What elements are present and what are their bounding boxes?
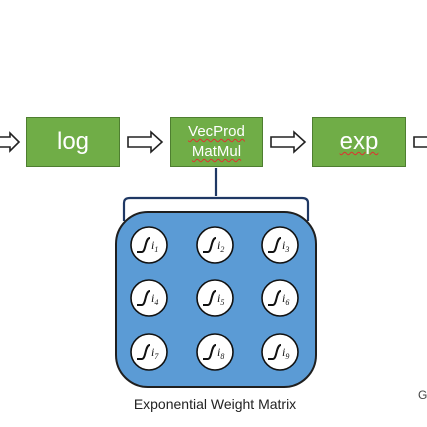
cell-circle (130, 226, 168, 264)
arrow-log-to-vecprod (127, 130, 164, 154)
cell-label: i5 (217, 291, 224, 307)
matrix-cell-3: i3 (261, 226, 299, 264)
cell-label: i4 (151, 291, 158, 307)
matrix-cells: i1 i2 i3 i4 i5 i6 i7 i8 i9 (130, 226, 299, 371)
arrow-into-log (0, 131, 21, 153)
cell-label: i1 (151, 238, 158, 254)
exp-label: exp (339, 128, 379, 155)
sigmoid-icon (203, 290, 217, 306)
cell-label: i2 (217, 238, 224, 254)
arrow-vecprod-to-exp (270, 130, 307, 154)
matrix-bracket (122, 168, 310, 221)
arrow-out-of-exp (413, 136, 427, 148)
sigmoid-icon (268, 344, 282, 360)
vecprod-matmul-node: VecProd MatMul (170, 117, 263, 167)
sigmoid-icon (137, 344, 151, 360)
cell-circle (261, 333, 299, 371)
cell-circle (196, 333, 234, 371)
cell-label: i3 (282, 238, 289, 254)
matrix-cell-6: i6 (261, 279, 299, 317)
matrix-cell-9: i9 (261, 333, 299, 371)
sigmoid-icon (268, 290, 282, 306)
vecprod-label: VecProd (188, 123, 245, 140)
cell-circle (130, 279, 168, 317)
matrix-cell-4: i4 (130, 279, 168, 317)
matrix-cell-8: i8 (196, 333, 234, 371)
cell-circle (196, 226, 234, 264)
cut-off-text: G (418, 388, 427, 402)
sigmoid-icon (137, 237, 151, 253)
log-label: log (56, 128, 90, 155)
matrix-caption: Exponential Weight Matrix (133, 396, 297, 412)
exp-node: exp (312, 117, 406, 167)
matrix-cell-2: i2 (196, 226, 234, 264)
cell-label: i9 (282, 345, 289, 361)
cell-label: i8 (217, 345, 224, 361)
cell-label: i7 (151, 345, 159, 361)
sigmoid-icon (137, 290, 151, 306)
log-node: log (26, 117, 120, 167)
cell-circle (261, 226, 299, 264)
cell-circle (196, 279, 234, 317)
cell-circle (130, 333, 168, 371)
matmul-label: MatMul (191, 143, 242, 160)
sigmoid-icon (268, 237, 282, 253)
cell-label: i6 (282, 291, 289, 307)
cell-circle (261, 279, 299, 317)
matrix-cell-7: i7 (130, 333, 168, 371)
matrix-cell-1: i1 (130, 226, 168, 264)
matrix-cell-5: i5 (196, 279, 234, 317)
sigmoid-icon (203, 344, 217, 360)
sigmoid-icon (203, 237, 217, 253)
